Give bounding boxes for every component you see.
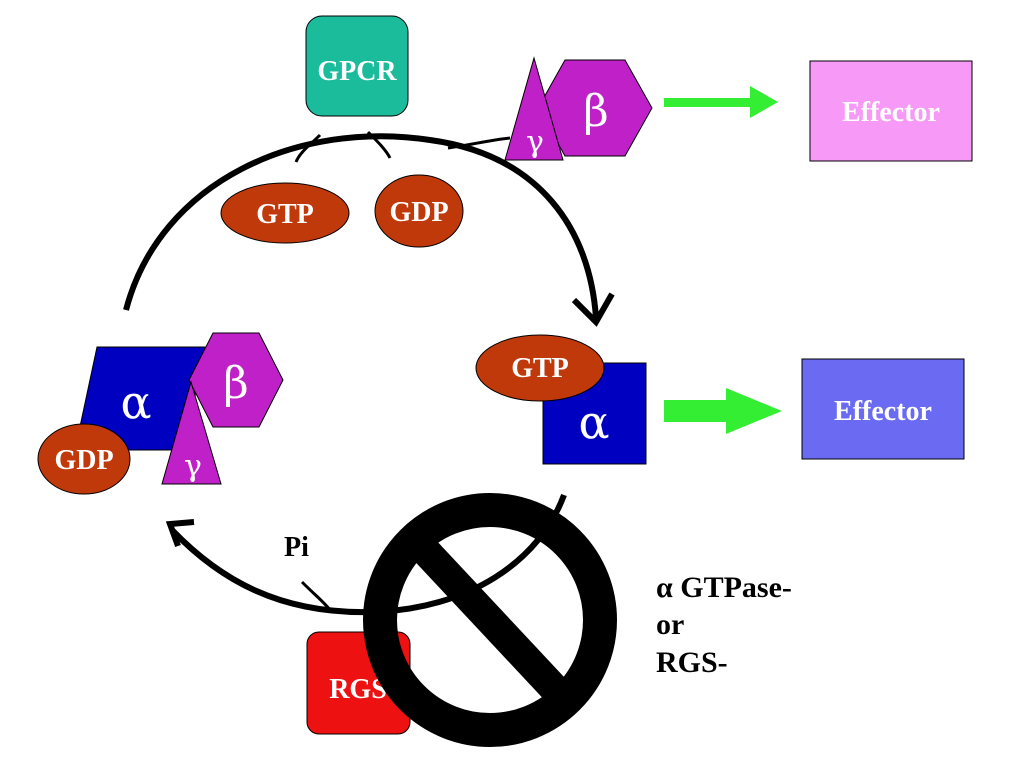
cycle-arc-top <box>123 133 599 319</box>
gpcr-line-beta <box>447 136 511 150</box>
gdp-left-label: GDP <box>54 445 113 476</box>
effector-top-label: Effector <box>842 97 940 128</box>
gbeta-top-label: β <box>583 86 608 137</box>
pi-release-line <box>300 580 332 611</box>
gtp-top-label: GTP <box>256 199 314 230</box>
gpcr-box <box>305 15 409 117</box>
prohibition-sign <box>363 493 617 747</box>
cycle-arrowhead-right <box>571 292 615 327</box>
caption-line-1: α GTPase- <box>656 571 792 604</box>
gbeta-left-hexagon <box>188 332 284 428</box>
ggamma-left-label: γ <box>184 449 202 484</box>
effector-top-box <box>809 60 973 162</box>
green-arrow-top-head <box>750 86 778 118</box>
ggamma-left-triangle <box>161 380 222 485</box>
galpha-left-label: α <box>120 375 151 429</box>
gdp-left-ellipse <box>37 423 131 495</box>
gpcr-label: GPCR <box>317 56 397 87</box>
ggamma-top-triangle <box>504 56 564 161</box>
gdp-top-ellipse <box>374 174 464 248</box>
rgs-label: RGS <box>329 674 387 705</box>
galpha-right-label: α <box>578 395 609 449</box>
gtp-right-label: GTP <box>511 353 569 384</box>
pi-label: Pi <box>284 532 309 563</box>
gpcr-line-right <box>366 130 392 159</box>
effector-right-label: Effector <box>834 396 932 427</box>
effector-right-box <box>801 358 965 460</box>
ggamma-top-label: γ <box>526 125 544 160</box>
caption-line-2: or <box>656 608 684 641</box>
gpcr-line-left <box>294 133 322 163</box>
green-arrow-right-shaft <box>664 400 730 422</box>
caption-line-3: RGS- <box>656 646 728 679</box>
green-arrow-top-shaft <box>664 98 752 107</box>
gtp-top-ellipse <box>220 182 350 244</box>
gbeta-left-label: β <box>223 358 248 409</box>
cycle-arrowhead-left <box>165 519 195 548</box>
gtp-right-ellipse <box>475 334 605 402</box>
gdp-top-label: GDP <box>389 197 448 228</box>
green-arrow-right-head <box>726 388 782 434</box>
